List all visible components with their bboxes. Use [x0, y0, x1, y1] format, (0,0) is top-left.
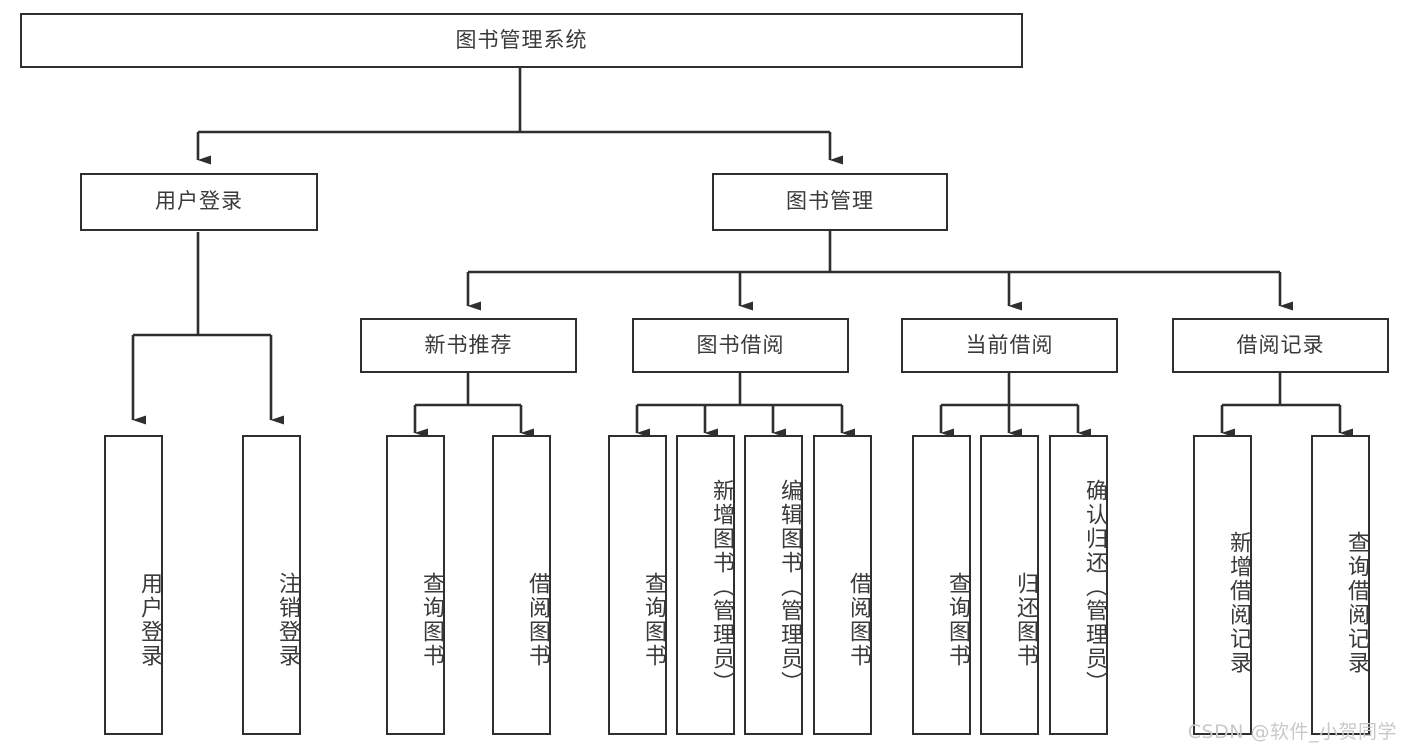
node-book-management-system[interactable]: 图书管理系统: [20, 13, 1023, 68]
node-label: 编辑图书（管理员）: [777, 479, 802, 695]
node-leaf-query-book-3[interactable]: 查询图书: [912, 435, 971, 735]
node-label: 归还图书: [1013, 572, 1038, 668]
node-leaf-confirm-return-admin[interactable]: 确认归还（管理员）: [1049, 435, 1108, 735]
node-label: 查询图书: [945, 572, 970, 668]
node-label: 新增借阅记录: [1226, 530, 1251, 675]
node-label: 借阅图书: [525, 572, 550, 668]
node-leaf-borrow-book-2[interactable]: 借阅图书: [813, 435, 872, 735]
node-label: 图书借阅: [696, 332, 785, 357]
node-label: 用户登录: [155, 189, 243, 214]
node-leaf-add-borrow-record[interactable]: 新增借阅记录: [1193, 435, 1252, 735]
node-label: 图书管理: [786, 189, 874, 214]
node-label: 查询借阅记录: [1344, 530, 1369, 675]
csdn-watermark: CSDN @软件_小贺同学: [1187, 721, 1397, 743]
node-new-book-recommend[interactable]: 新书推荐: [360, 318, 577, 373]
node-label: 注销登录: [275, 572, 300, 668]
node-label: 当前借阅: [965, 332, 1054, 357]
node-label: 新书推荐: [424, 332, 513, 357]
node-book-management[interactable]: 图书管理: [712, 173, 948, 231]
node-leaf-add-book-admin[interactable]: 新增图书（管理员）: [676, 435, 735, 735]
node-label: 图书管理系统: [455, 27, 588, 52]
node-current-borrow[interactable]: 当前借阅: [901, 318, 1118, 373]
node-borrow-record[interactable]: 借阅记录: [1172, 318, 1389, 373]
node-leaf-query-book-1[interactable]: 查询图书: [386, 435, 445, 735]
node-user-login[interactable]: 用户登录: [80, 173, 318, 231]
node-leaf-edit-book-admin[interactable]: 编辑图书（管理员）: [744, 435, 803, 735]
node-leaf-query-book-2[interactable]: 查询图书: [608, 435, 667, 735]
node-label: 用户登录: [137, 572, 162, 668]
node-label: 借阅记录: [1236, 332, 1325, 357]
node-label: 查询图书: [419, 572, 444, 668]
node-leaf-logout-login[interactable]: 注销登录: [242, 435, 301, 735]
node-label: 借阅图书: [846, 572, 871, 668]
node-label: 新增图书（管理员）: [709, 479, 734, 695]
node-book-borrow[interactable]: 图书借阅: [632, 318, 849, 373]
node-leaf-user-login[interactable]: 用户登录: [104, 435, 163, 735]
node-label: 确认归还（管理员）: [1082, 479, 1107, 695]
node-leaf-borrow-book-1[interactable]: 借阅图书: [492, 435, 551, 735]
node-leaf-return-book[interactable]: 归还图书: [980, 435, 1039, 735]
node-leaf-query-borrow-record[interactable]: 查询借阅记录: [1311, 435, 1370, 735]
node-label: 查询图书: [641, 572, 666, 668]
